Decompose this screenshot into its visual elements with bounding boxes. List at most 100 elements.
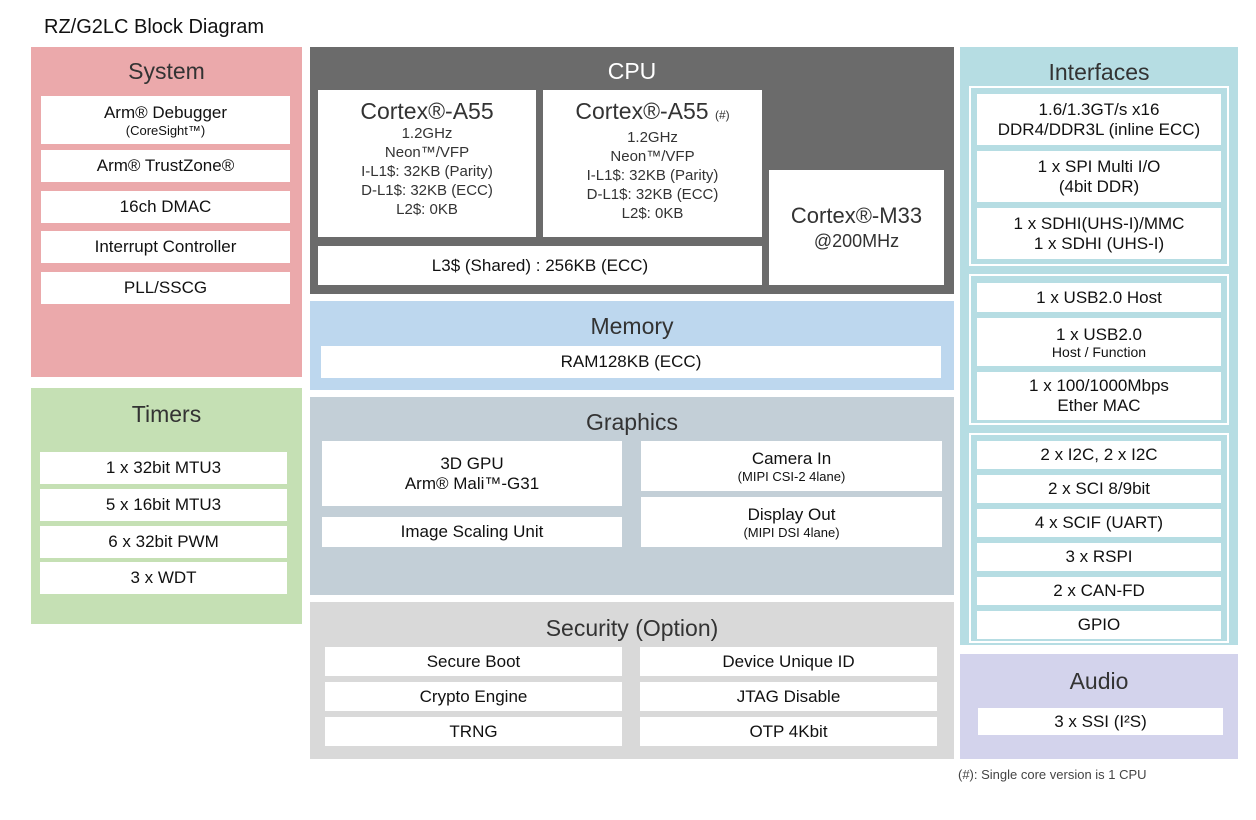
serial-label: 2 x I2C, 2 x I2C: [1040, 445, 1158, 464]
security-title: Security (Option): [545, 615, 719, 641]
system-item-interrupt: Interrupt Controller: [41, 231, 290, 263]
serial-label: 3 x RSPI: [1065, 547, 1133, 566]
iface-line1: 1.6/1.3GT/s x16: [1038, 99, 1160, 119]
security-item: Device Unique ID: [640, 647, 937, 676]
diagram-title: RZ/G2LC Block Diagram: [44, 16, 265, 38]
security-panel: Security (Option) Secure Boot Crypto Eng…: [310, 602, 954, 759]
system-item-debugger: Arm® Debugger (CoreSight™): [41, 96, 290, 144]
timers-panel: Timers 1 x 32bit MTU3 5 x 16bit MTU3 6 x…: [31, 388, 302, 624]
core2-line: L2$: 0KB: [621, 205, 684, 222]
memory-title: Memory: [590, 313, 674, 339]
cortex-m33: Cortex®-M33 @200MHz: [769, 170, 944, 285]
image-scaling-unit: Image Scaling Unit: [322, 517, 622, 547]
security-label: Crypto Engine: [419, 686, 528, 706]
interfaces-title: Interfaces: [1048, 59, 1150, 85]
serial-item: GPIO: [977, 611, 1221, 639]
serial-item: 3 x RSPI: [977, 543, 1221, 571]
display-line1: Display Out: [747, 504, 836, 524]
core2-line: 1.2GHz: [627, 129, 678, 146]
graphics-panel: Graphics 3D GPU Arm® Mali™-G31 Image Sca…: [310, 397, 954, 595]
ether-mac-block: 1 x 100/1000Mbps Ether MAC: [977, 372, 1221, 420]
debugger-label: Arm® Debugger: [103, 102, 228, 122]
coresight-label: (CoreSight™): [125, 122, 206, 138]
security-item: Secure Boot: [325, 647, 622, 676]
iface-line1: 1 x USB2.0: [1056, 324, 1142, 344]
iface-line2: Ether MAC: [1057, 396, 1141, 415]
memory-panel: Memory RAM128KB (ECC): [310, 301, 954, 390]
core2-line: Neon™/VFP: [610, 148, 695, 165]
display-out-block: Display Out (MIPI DSI 4lane): [641, 497, 942, 547]
iface-line2: (4bit DDR): [1058, 176, 1140, 196]
interfaces-group-connectivity: 1 x USB2.0 Host 1 x USB2.0 Host / Functi…: [969, 274, 1229, 425]
core2-name-row: Cortex®-A55 (#): [575, 98, 729, 128]
interfaces-panel: Interfaces 1.6/1.3GT/s x16 DDR4/DDR3L (i…: [960, 47, 1238, 645]
interrupt-label: Interrupt Controller: [94, 237, 237, 256]
timer-item: 5 x 16bit MTU3: [40, 489, 287, 521]
isu-label: Image Scaling Unit: [400, 522, 544, 541]
core1-name: Cortex®-A55: [360, 98, 494, 124]
iface-line1: 1 x 100/1000Mbps: [1029, 376, 1169, 395]
l3-cache: L3$ (Shared) : 256KB (ECC): [318, 246, 762, 285]
core1-line: I-L1$: 32KB (Parity): [361, 163, 493, 180]
dmac-label: 16ch DMAC: [119, 197, 212, 216]
audio-panel: Audio 3 x SSI (I²S): [960, 654, 1238, 759]
iface-line2: DDR4/DDR3L (inline ECC): [997, 119, 1201, 139]
security-item: JTAG Disable: [640, 682, 937, 711]
audio-title: Audio: [1069, 668, 1129, 694]
cpu-panel: CPU Cortex®-A55 1.2GHz Neon™/VFP I-L1$: …: [310, 47, 954, 294]
m33-name: Cortex®-M33: [790, 202, 923, 228]
security-label: Secure Boot: [426, 651, 521, 671]
system-title: System: [128, 58, 205, 84]
ddr-block: 1.6/1.3GT/s x16 DDR4/DDR3L (inline ECC): [977, 94, 1221, 145]
camera-in-block: Camera In (MIPI CSI-2 4lane): [641, 441, 942, 491]
sdhi-block: 1 x SDHI(UHS-I)/MMC 1 x SDHI (UHS-I): [977, 208, 1221, 259]
timer-item: 1 x 32bit MTU3: [40, 452, 287, 484]
core2-line: D-L1$: 32KB (ECC): [586, 186, 719, 203]
gpu-block: 3D GPU Arm® Mali™-G31: [322, 441, 622, 506]
iface-line1: 1 x SPI Multi I/O: [1037, 156, 1161, 176]
pll-label: PLL/SSCG: [123, 278, 208, 297]
security-label: TRNG: [449, 721, 498, 741]
interfaces-group-serial: 2 x I2C, 2 x I2C 2 x SCI 8/9bit 4 x SCIF…: [969, 433, 1229, 643]
ssi-label: 3 x SSI (I²S): [1054, 711, 1147, 731]
security-item: OTP 4Kbit: [640, 717, 937, 746]
ram-block: RAM128KB (ECC): [321, 346, 941, 378]
usb-host-function-block: 1 x USB2.0 Host / Function: [977, 318, 1221, 366]
security-item: TRNG: [325, 717, 622, 746]
interfaces-group-memory: 1.6/1.3GT/s x16 DDR4/DDR3L (inline ECC) …: [969, 86, 1229, 266]
camera-line1: Camera In: [751, 448, 832, 468]
display-line2: (MIPI DSI 4lane): [743, 524, 840, 540]
gpu-line2: Arm® Mali™-G31: [404, 473, 540, 493]
spi-multi-io-block: 1 x SPI Multi I/O (4bit DDR): [977, 151, 1221, 202]
gpu-line1: 3D GPU: [440, 453, 504, 473]
system-panel: System Arm® Debugger (CoreSight™) Arm® T…: [31, 47, 302, 377]
serial-label: 2 x CAN-FD: [1053, 581, 1145, 600]
cortex-a55-core2: Cortex®-A55 (#) 1.2GHz Neon™/VFP I-L1$: …: [543, 90, 762, 237]
serial-item: 2 x SCI 8/9bit: [977, 475, 1221, 503]
cortex-a55-core1: Cortex®-A55 1.2GHz Neon™/VFP I-L1$: 32KB…: [318, 90, 536, 237]
timer-label: 5 x 16bit MTU3: [105, 495, 222, 514]
timer-item: 3 x WDT: [40, 562, 287, 594]
trustzone-label: Arm® TrustZone®: [96, 156, 235, 175]
core2-line: I-L1$: 32KB (Parity): [586, 167, 719, 184]
serial-item: 4 x SCIF (UART): [977, 509, 1221, 537]
timer-label: 3 x WDT: [130, 568, 197, 587]
security-item: Crypto Engine: [325, 682, 622, 711]
graphics-title: Graphics: [585, 409, 679, 435]
ram-label: RAM128KB (ECC): [560, 352, 702, 371]
core1-line: D-L1$: 32KB (ECC): [361, 182, 493, 199]
timer-label: 6 x 32bit PWM: [108, 532, 219, 551]
iface-line2: Host / Function: [1051, 343, 1147, 360]
security-label: OTP 4Kbit: [749, 721, 828, 741]
timers-title: Timers: [131, 401, 202, 427]
security-label: Device Unique ID: [722, 651, 855, 671]
camera-line2: (MIPI CSI-2 4lane): [737, 468, 846, 484]
iface-line1: 1 x SDHI(UHS-I)/MMC: [1013, 213, 1185, 233]
system-item-dmac: 16ch DMAC: [41, 191, 290, 223]
usb-host-block: 1 x USB2.0 Host: [977, 283, 1221, 312]
m33-freq: @200MHz: [813, 230, 900, 251]
security-label: JTAG Disable: [736, 686, 841, 706]
timer-label: 1 x 32bit MTU3: [105, 458, 222, 477]
core2-mark: (#): [715, 108, 730, 122]
system-item-pll: PLL/SSCG: [41, 272, 290, 304]
